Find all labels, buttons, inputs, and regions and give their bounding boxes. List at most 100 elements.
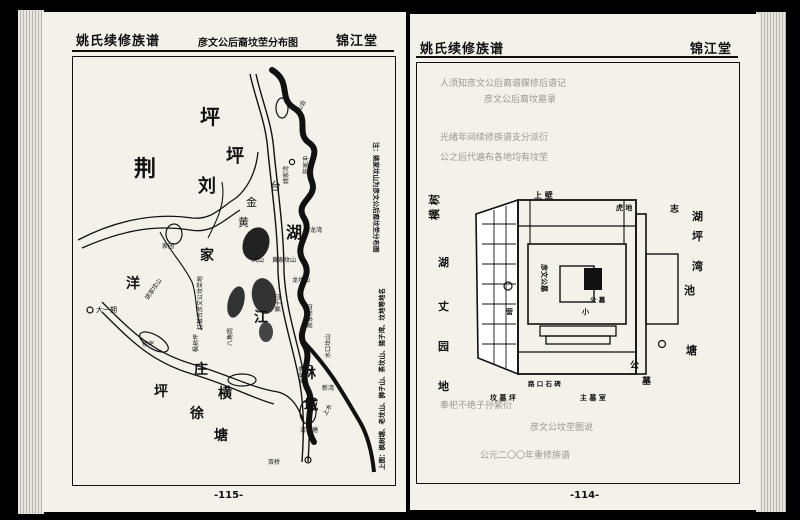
hill-3 [227,286,245,318]
map-char-heng: 横 [218,385,233,402]
right-header-rule [416,56,738,58]
dlabel-gong: 公 [630,360,639,371]
label-longkou: 龙坟山 [292,276,310,284]
label-huangjia: 黄家坟山 [272,256,296,264]
label-shizi: 狮子山 [274,294,282,312]
map-char-jing: 荆 [134,157,156,182]
stream-west [77,151,259,241]
label-shuikou: 水口坟山 [324,334,332,358]
dlabel-lake-left: 湖 [438,255,449,269]
ghost-line-2: 彦文公后裔坟墓录 [484,93,556,105]
map-char-tai: 台 [270,179,281,193]
dlabel-tang-bottom: 塘 [686,343,697,357]
dlabel-lake-right: 湖 [692,209,703,223]
map-char-jiang: 江 [254,309,268,326]
marker-dayi [86,306,94,314]
ghost-line-6: 彦文公坟茔图说 [530,421,593,433]
tomb-right-pillar [635,213,647,375]
dlabel-bottom-right: 主 墓 室 [580,393,606,402]
ghost-line-1: 人须知彦文公后裔谱牒修后谱记 [440,77,566,89]
map-char-jia: 家 [200,247,215,264]
left-page: 姚氏续修族谱 彦文公后裔坟茔分布图 锦江堂 荆 坪 刘 坪 黄 金 台 [42,12,406,512]
tomb-diagram: 人须知彦文公后裔谱牒修后谱记 彦文公后裔坟墓录 光绪年间续修族谱支分派衍 公之后… [427,77,703,461]
tomb-front-marker [503,281,513,291]
dlabel-mu: 墓 [641,375,652,387]
village-map: 荆 坪 刘 坪 黄 金 台 江 横 湖 家 庄 洋 坪 徐 塘 林 城 家园 姚… [77,67,386,473]
dlabel-ying: 营 [506,307,513,316]
map-char-ping: 坪 [200,105,220,129]
left-map-frame [72,56,396,486]
hill-1 [242,227,270,261]
tomb-corner-marker [657,339,667,349]
map-char-liu: 刘 [198,175,216,197]
right-page-stack [756,12,786,512]
label-shanhui: 山会 [295,99,308,113]
label-yuanjia: 原家坟山 [306,304,314,328]
right-book-title: 姚氏续修族谱 [420,42,505,57]
hill-2 [251,278,277,314]
hill-4 [259,322,273,342]
pond-1 [139,331,169,353]
map-char-jin: 金 [246,195,257,209]
pond-4 [275,97,289,119]
left-hall-name: 锦江堂 [336,34,379,49]
marker-fengshutang [306,364,314,372]
map-char-ping3: 坪 [154,384,168,400]
right-diagram-frame [416,62,740,484]
dlabel-ping-right: 坪 [692,230,703,243]
dlabel-wan-right: 湾 [692,259,703,273]
dlabel-chi: 池 [684,283,695,297]
label-shangshui: 上水 [321,403,334,417]
label-xiuping: 修坪 [142,340,154,348]
dlabel-zhi-right: 志 [670,203,679,215]
dlabel-yuan: 园 [438,340,449,353]
label-yaojia2: 姚家湾 [282,166,290,184]
label-dajing: 打鼓台彦文公坟茔地 [196,276,204,330]
dlabel-xiao: 小 [581,307,589,316]
label-dayi: 大一期 [96,305,117,314]
pond-3 [165,223,183,245]
label-jiayuan: 家园 [162,242,174,250]
river [269,67,318,445]
label-fengshan: 风山 [252,256,264,264]
pond-2 [227,373,257,387]
label-bailongwan: 白龙湾 [304,226,322,234]
map-char-huang: 黄 [238,215,249,229]
dlabel-lu-left: 路 口 石 碑 [528,379,561,388]
tomb-stele [584,268,602,290]
stream-south [101,301,305,423]
map-side-note: 注：姚家坟山为彦文公后裔坟茔分布图 [372,142,381,253]
right-page: 姚氏续修族谱 锦江堂 人须知彦文公后裔谱牒修后谱记 彦文公后裔坟墓录 光绪年间续… [410,14,760,510]
map-char-yang: 洋 [126,275,140,292]
label-fengshutang: 风树塘 [298,366,306,384]
label-fengshu: 枫树坪 [192,334,200,352]
right-hall-name: 锦江堂 [690,42,733,57]
dlabel-shang-top: 上 壁 [534,190,553,200]
right-page-number: -114- [570,490,600,501]
tomb-structure [475,198,679,376]
left-book-title: 姚氏续修族谱 [76,34,161,49]
map-char-tang: 塘 [214,427,228,444]
dlabel-zhang-left: 丈 [438,299,449,313]
ghost-line-3: 光绪年间续修族谱支分派衍 [440,131,548,143]
map-char-zhuang: 庄 [194,361,208,378]
label-shuangqiao: 双桥 [268,458,280,466]
dlabel-di: 地 [438,379,449,393]
left-header-rule [72,50,394,52]
dlabel-center-title: 彦文公墓 [540,264,549,293]
ghost-line-5: 奉祀不绝子孙繁衍 [440,399,512,411]
label-qingshuitang: 清水塘 [300,426,318,434]
dlabel-gong-right: 公 墓 [590,295,606,304]
marker-shuangqiao [304,456,312,464]
left-page-stack [18,10,44,514]
left-map-title: 彦文公后裔坟茔分布图 [198,38,298,49]
pond-5 [299,399,317,425]
road-main [249,73,305,463]
left-page-number: -115- [214,490,244,501]
map-char-cheng: 城 [304,397,318,414]
map-char-xu: 徐 [189,405,204,422]
tomb-right-block [645,253,679,325]
tomb-front-step [539,325,617,337]
label-xinwan: 新湾 [322,384,334,392]
dlabel-hu-di: 虎 地 [616,203,632,212]
